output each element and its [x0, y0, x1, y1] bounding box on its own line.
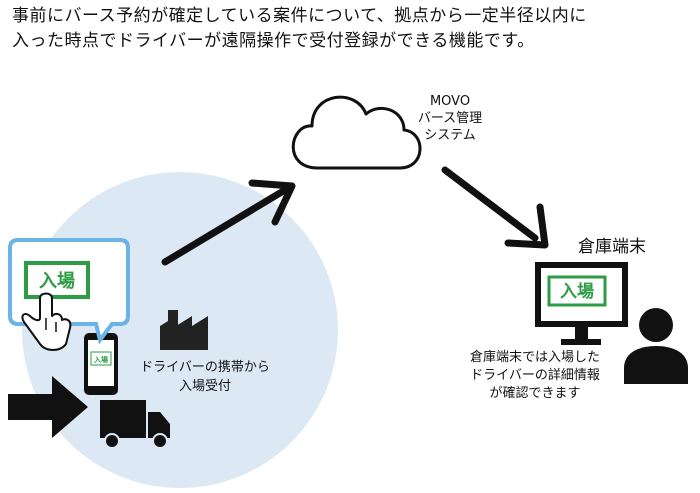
system-name: MOVO: [429, 94, 471, 109]
arrow-to-terminal: [441, 166, 549, 249]
person-icon: [624, 308, 688, 384]
driver-note-line-2: 入場受付: [178, 379, 231, 394]
driver-note-line-1: ドライバーの携帯から: [140, 360, 270, 375]
phone-entry-label: 入場: [93, 355, 108, 364]
truck-icon: [100, 400, 170, 449]
terminal-note-line-2: ドライバーの詳細情報: [470, 368, 600, 383]
monitor-entry-label: 入場: [560, 282, 594, 302]
headline-line-1: 事前にバース予約が確定している案件について、拠点から一定半径以内に: [12, 6, 587, 26]
system-line-1: バース管理: [417, 111, 483, 126]
monitor-icon: [535, 262, 628, 345]
hand-tap-icon: [21, 292, 72, 351]
entry-arrow: [8, 376, 88, 438]
cloud-icon: [291, 95, 422, 170]
terminal-note-line-1: 倉庫端末では入場した: [469, 350, 600, 365]
headline-line-2: 入った時点でドライバーが遠隔操作で受付登録ができる機能です。: [12, 31, 535, 51]
terminal-note: 倉庫端末では入場した ドライバーの詳細情報 が確認できます: [430, 349, 640, 403]
system-line-2: システム: [424, 128, 476, 143]
bubble-entry-label: 入場: [39, 271, 75, 292]
smartphone-icon: [84, 333, 118, 395]
terminal-note-line-3: が確認できます: [489, 386, 581, 401]
arrow-to-system: [161, 179, 296, 266]
factory-icon: [160, 310, 208, 350]
driver-note: ドライバーの携帯から 入場受付: [120, 358, 290, 396]
terminal-title: 倉庫端末: [578, 237, 646, 257]
headline: 事前にバース予約が確定している案件について、拠点から一定半径以内に 入った時点で…: [12, 4, 692, 54]
system-label: MOVO バース管理 システム: [395, 93, 505, 144]
